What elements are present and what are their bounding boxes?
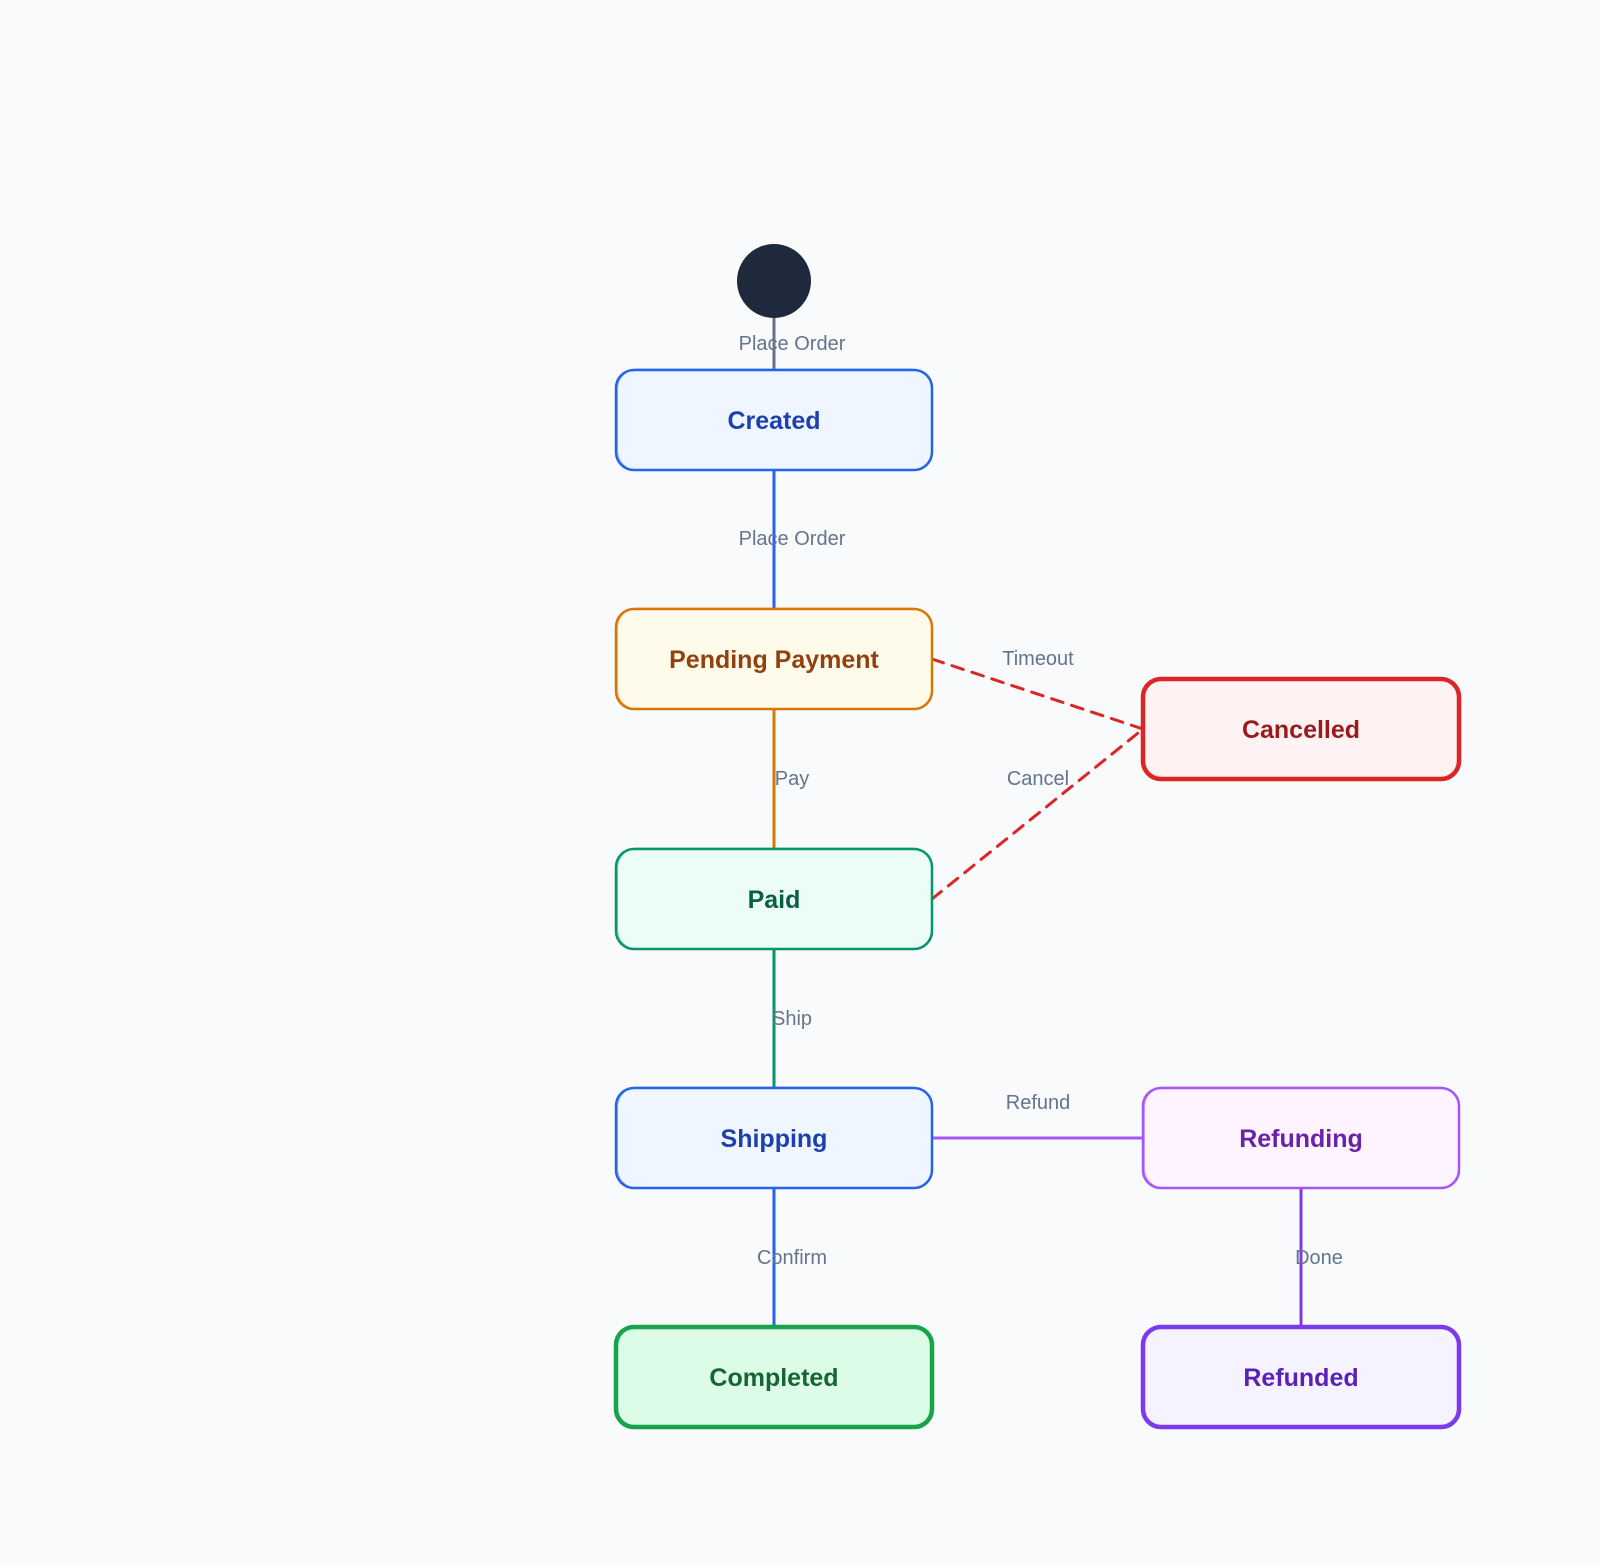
- state-box-pending: [614, 607, 934, 711]
- state-refunding[interactable]: Refunding: [1141, 1086, 1461, 1190]
- transition-label-pending-cancelled: Timeout: [1002, 648, 1074, 670]
- state-box-refunded: [1140, 1324, 1462, 1430]
- state-box-sketch-shipping: [617, 1086, 932, 1189]
- transition-paid-cancelled: [930, 727, 1145, 901]
- state-refunded[interactable]: Refunded: [1140, 1324, 1462, 1430]
- transition-label-pending-paid: Pay: [775, 768, 809, 790]
- transition-label-paid-cancelled: Cancel: [1007, 768, 1069, 790]
- state-completed[interactable]: Completed: [613, 1324, 935, 1430]
- state-box-refunding: [1141, 1086, 1461, 1190]
- transition-label-paid-shipping: Ship: [772, 1008, 812, 1030]
- state-cancelled[interactable]: Cancelled: [1140, 676, 1462, 782]
- state-box-completed: [613, 1324, 935, 1430]
- state-label-shipping: Shipping: [721, 1125, 828, 1153]
- transition-label-refunding-refunded: Done: [1295, 1247, 1343, 1269]
- transition-label-created-pending: Place Order: [739, 528, 846, 550]
- state-label-pending: Pending Payment: [669, 646, 879, 674]
- state-pending[interactable]: Pending Payment: [614, 607, 934, 711]
- transition-label-shipping-completed: Confirm: [757, 1247, 827, 1269]
- state-label-cancelled: Cancelled: [1242, 716, 1360, 744]
- state-box-sketch-cancelled: [1144, 677, 1459, 780]
- state-box-sketch-created: [617, 368, 932, 471]
- state-label-refunding: Refunding: [1239, 1125, 1363, 1153]
- state-box-cancelled: [1140, 676, 1462, 782]
- state-label-paid: Paid: [748, 886, 801, 914]
- state-box-shipping: [614, 1086, 934, 1190]
- state-box-sketch-refunding: [1144, 1086, 1459, 1189]
- initial-state-dot: [737, 244, 811, 318]
- transitions-layer: [772, 316, 1303, 1329]
- transition-pending-cancelled: [930, 657, 1145, 731]
- state-label-created: Created: [727, 407, 820, 435]
- state-box-sketch-completed: [617, 1325, 932, 1428]
- transition-label-start-created: Place Order: [739, 333, 846, 355]
- state-box-sketch-paid: [617, 847, 932, 950]
- state-box-sketch-pending: [617, 607, 932, 710]
- transition-label-shipping-refunding: Refund: [1006, 1092, 1071, 1114]
- state-box-created: [614, 368, 934, 472]
- state-label-completed: Completed: [709, 1364, 838, 1392]
- state-paid[interactable]: Paid: [614, 847, 934, 951]
- state-box-sketch-refunded: [1144, 1325, 1459, 1428]
- state-created[interactable]: Created: [614, 368, 934, 472]
- state-label-refunded: Refunded: [1243, 1364, 1358, 1392]
- state-box-paid: [614, 847, 934, 951]
- state-shipping[interactable]: Shipping: [614, 1086, 934, 1190]
